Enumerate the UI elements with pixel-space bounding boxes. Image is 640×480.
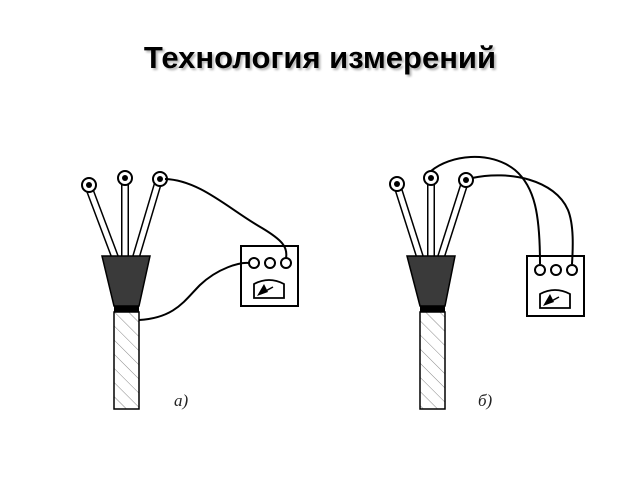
cable-sleeve-a <box>101 255 151 307</box>
terminal-2-a <box>264 257 276 269</box>
cable-body-a <box>113 311 140 410</box>
lug-left-a <box>81 177 97 193</box>
terminal-1-b <box>534 264 546 276</box>
terminal-3-b <box>566 264 578 276</box>
lug-middle-a <box>117 170 133 186</box>
lug-middle-b <box>423 170 439 186</box>
conductor-right-b <box>437 183 468 259</box>
meter-a <box>240 245 299 307</box>
conductor-right-a <box>132 181 162 259</box>
meter-needle-a <box>257 284 268 296</box>
conductor-left-a <box>85 186 119 259</box>
wire-cable-to-meter-a <box>138 261 250 321</box>
slide-title: Технология измерений <box>143 40 497 75</box>
terminal-1-a <box>248 257 260 269</box>
meter-b <box>526 255 585 317</box>
wire-right-lug-to-meter-b <box>471 174 574 265</box>
diagram-a: а) <box>81 170 299 410</box>
caption-a: а) <box>174 391 189 410</box>
terminal-2-b <box>550 264 562 276</box>
lug-left-b <box>389 176 405 192</box>
lug-right-b <box>458 172 474 188</box>
cable-collar-b <box>420 306 445 312</box>
caption-b: б) <box>478 391 493 410</box>
lug-right-a <box>152 171 168 187</box>
diagram-b: б) <box>389 156 585 410</box>
cable-body-b <box>419 311 446 410</box>
wire-middle-lug-to-meter-b <box>430 156 541 265</box>
terminal-3-a <box>280 257 292 269</box>
cable-collar-a <box>114 306 139 312</box>
conductor-left-b <box>394 186 424 259</box>
meter-needle-b <box>543 294 554 306</box>
cable-sleeve-b <box>406 255 456 307</box>
wire-lug-to-meter-a <box>164 178 288 259</box>
